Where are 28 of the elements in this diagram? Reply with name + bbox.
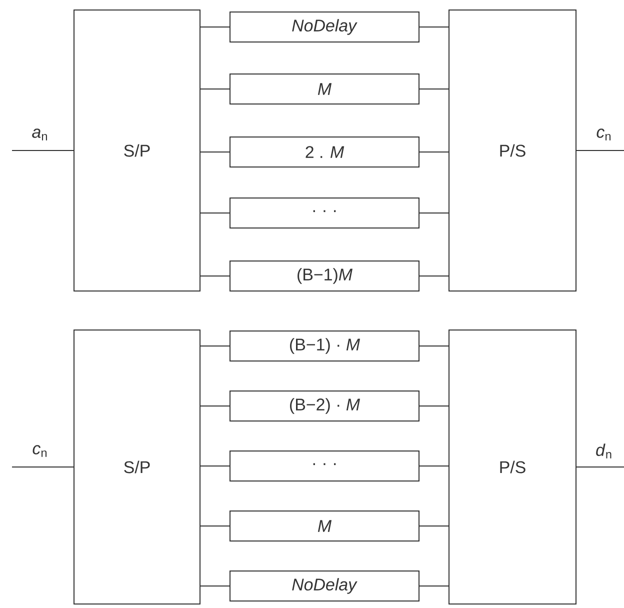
multiplexer-box: S/P — [74, 330, 200, 604]
delay-box: · · · — [230, 198, 420, 228]
connector-line — [419, 88, 449, 90]
signal-label: a$_{n}$ — [32, 128, 47, 140]
signal-label: c$_{n}$ — [596, 128, 611, 140]
signal-label: d$_{n}$ — [596, 444, 612, 458]
connector-line — [200, 88, 230, 90]
delay-box: (B−1) · M — [230, 330, 420, 362]
multiplexer-box: S/P — [74, 10, 200, 292]
multiplexer-box: P/S — [448, 10, 576, 292]
connector-line — [576, 466, 624, 468]
delay-box: (B−2) · M — [230, 390, 420, 422]
delay-box: NoDelay — [230, 570, 420, 602]
connector-line — [419, 212, 449, 214]
signal-label: c$_{n}$ — [32, 445, 47, 457]
delay-box: · · · — [230, 450, 420, 482]
connector-line — [419, 26, 449, 28]
delay-box: (B−1)M — [230, 260, 420, 292]
connector-line — [12, 466, 74, 468]
connector-line — [576, 150, 624, 151]
delay-box: M — [230, 74, 420, 104]
delay-box: 2 . M — [230, 136, 420, 168]
multiplexer-box: P/S — [448, 330, 576, 604]
delay-box: M — [230, 510, 420, 542]
connector-line — [200, 26, 230, 28]
delay-box: NoDelay — [230, 12, 420, 42]
connector-line — [12, 150, 74, 151]
connector-line — [200, 212, 230, 214]
